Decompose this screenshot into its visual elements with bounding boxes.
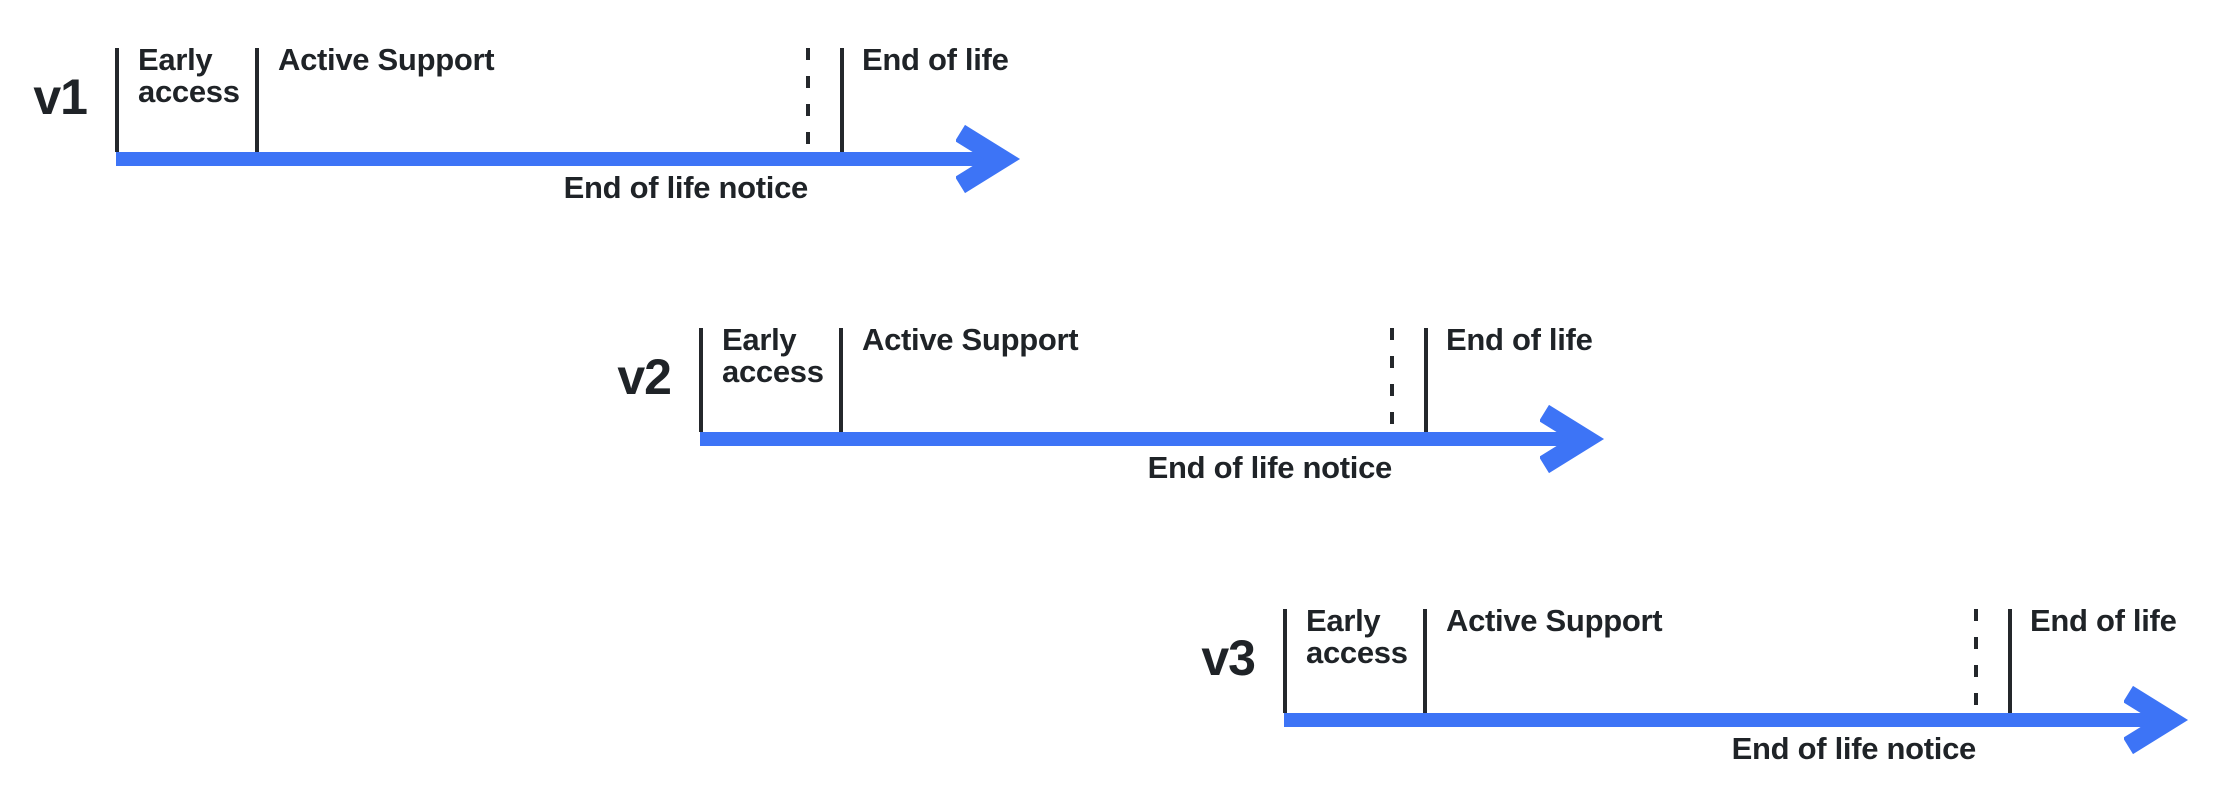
version-label: v1: [33, 69, 88, 125]
end-of-life-tick: [1424, 328, 1428, 432]
end-of-life-notice-label: End of life notice: [1731, 731, 1977, 766]
early-access-start-tick: [115, 48, 119, 152]
end-of-life-label: End of life: [862, 42, 1009, 77]
timeline-v3: v3 Early access Active Support End of li…: [1195, 605, 2205, 779]
version-label: v2: [617, 349, 672, 405]
arrowhead-icon: [2124, 685, 2189, 755]
active-support-label: Active Support: [1446, 603, 1663, 638]
version-label: v3: [1201, 630, 1256, 686]
active-support-label: Active Support: [862, 322, 1079, 357]
early-access-label: Early access: [1306, 603, 1408, 670]
early-access-label: Early access: [138, 42, 240, 109]
end-of-life-notice-label: End of life notice: [563, 170, 809, 205]
active-support-start-tick: [1423, 609, 1427, 713]
timeline-v1: v1 Early access Active Support End of li…: [27, 44, 1037, 218]
arrowhead-chevron: [1540, 404, 1605, 474]
end-of-life-label: End of life: [2030, 603, 2177, 638]
early-access-label: Early access: [722, 322, 824, 389]
active-support-start-tick: [255, 48, 259, 152]
early-access-start-tick: [1283, 609, 1287, 713]
end-of-life-notice-dashed-tick: [1390, 328, 1394, 432]
end-of-life-tick: [840, 48, 844, 152]
active-support-label: Active Support: [278, 42, 495, 77]
end-of-life-notice-label: End of life notice: [1147, 450, 1393, 485]
arrowhead-icon: [956, 124, 1021, 194]
end-of-life-notice-dashed-tick: [1974, 609, 1978, 713]
end-of-life-notice-dashed-tick: [806, 48, 810, 152]
active-support-start-tick: [839, 328, 843, 432]
timeline-arrow-shaft: [700, 432, 1574, 446]
arrowhead-chevron: [956, 124, 1021, 194]
end-of-life-tick: [2008, 609, 2012, 713]
arrowhead-icon: [1540, 404, 1605, 474]
end-of-life-label: End of life: [1446, 322, 1593, 357]
timeline-arrow-shaft: [116, 152, 990, 166]
early-access-start-tick: [699, 328, 703, 432]
timeline-v2: v2 Early access Active Support End of li…: [611, 324, 1621, 498]
timeline-arrow-shaft: [1284, 713, 2158, 727]
arrowhead-chevron: [2124, 685, 2189, 755]
